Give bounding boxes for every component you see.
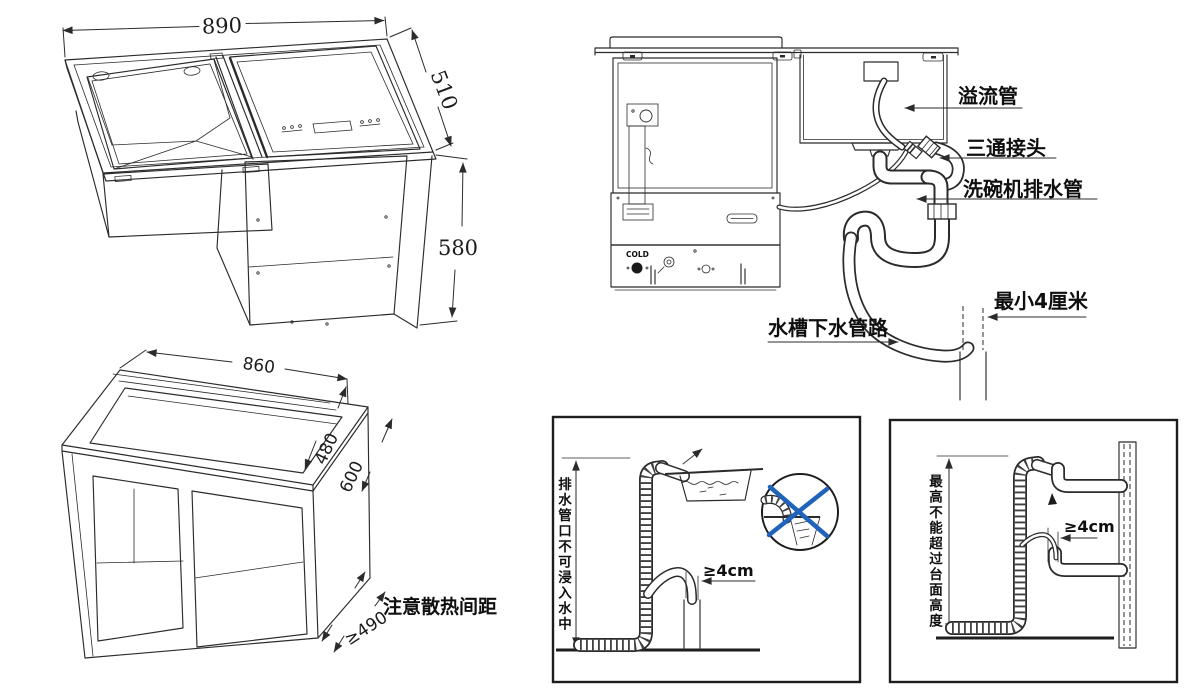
sink-drain-line-label: 水槽下水管路	[768, 316, 889, 340]
mounting-clip	[922, 52, 944, 62]
valve-icon	[663, 256, 675, 268]
mounting-clip	[772, 51, 793, 61]
cabinet-left-opening	[92, 475, 184, 642]
mounting-clip	[622, 51, 643, 61]
dimension-860-label: 860	[241, 354, 276, 378]
lower-wall-pipe	[1047, 527, 1128, 577]
warning-box-drain-not-submerged: 排水管口不可浸入水中 ≥4cm	[551, 415, 862, 684]
dishwasher-drain-hose-line	[776, 149, 909, 212]
coupling-nut	[927, 203, 957, 220]
dimension-890: 890	[62, 13, 388, 58]
wall-strip	[1118, 441, 1137, 649]
overflow-hose	[872, 77, 906, 151]
max-height-warning-note: 最高不能超过台面高度	[926, 474, 944, 629]
dimension-580-label: 580	[438, 236, 478, 260]
prohibited-cross-icon	[766, 484, 830, 539]
upper-wall-pipe	[1051, 462, 1128, 493]
tee-fitting	[903, 135, 942, 160]
cold-knob	[631, 262, 643, 274]
dimension-860: 860	[119, 349, 349, 405]
tee-joint-label: 三通接头	[966, 136, 1046, 160]
cabinet-right-opening	[191, 490, 308, 648]
flow-arrow-icon	[1048, 493, 1057, 505]
overflow-pipe-label: 溢流管	[958, 84, 1018, 108]
dimension-890-label: 890	[202, 13, 243, 38]
water-basin	[664, 468, 764, 502]
standpipe	[683, 599, 701, 651]
raised-lid	[609, 36, 783, 49]
gap-4cm-label: ≥4cm	[703, 561, 754, 580]
plumbing-diagram: COLD	[594, 36, 1098, 401]
cold-label: COLD	[626, 250, 649, 259]
dishwasher-drain-label: 洗碗机排水管	[963, 177, 1083, 201]
corrugated-hose	[945, 456, 1062, 635]
standpipe	[959, 306, 987, 401]
dimension-580: 580	[419, 154, 478, 326]
prohibited-inset	[760, 473, 839, 551]
min-4cm-label: 最小4厘米	[994, 289, 1089, 313]
drain-warning-note: 排水管口不可浸入水中	[555, 476, 572, 632]
gap-4cm-label: ≥4cm	[1064, 517, 1115, 536]
faucet-hole	[183, 66, 201, 76]
heat-dissipation-note: 注意散热间距	[383, 595, 497, 618]
display-window	[312, 120, 353, 134]
warning-box-max-height: 最高不能超过台面高度 ≥4	[888, 418, 1179, 684]
smooth-hose	[1019, 532, 1059, 561]
valve-panel: COLD	[626, 250, 746, 285]
plumbing-labels: 溢流管 三通接头 洗碗机排水管 水槽下水管路 最小4厘米	[767, 84, 1098, 346]
interior-bracket	[622, 103, 659, 221]
smooth-hose	[643, 567, 697, 605]
corrugated-hose	[573, 460, 690, 652]
dishwasher-control-panel	[281, 118, 381, 134]
drain-pipework	[842, 141, 975, 363]
faucet-hole	[92, 71, 110, 81]
drawer-handle	[726, 213, 758, 224]
dishwasher-side-view: COLD	[610, 57, 781, 291]
